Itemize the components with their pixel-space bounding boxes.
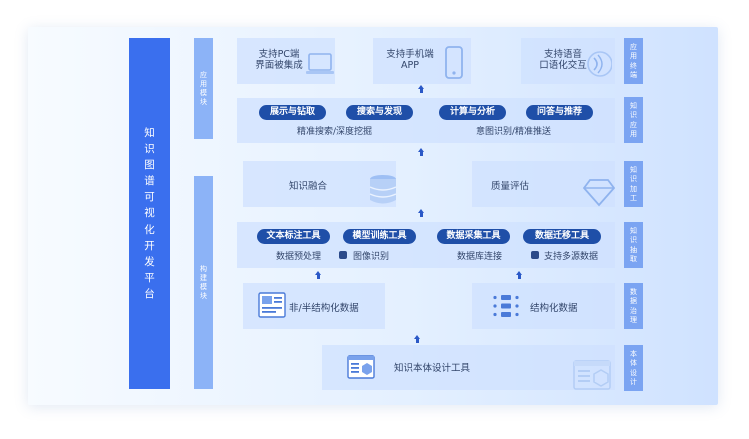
terminal-pc-text: 支持PC端界面被集成 (255, 49, 303, 72)
vertical-char: 据 (630, 297, 637, 306)
vertical-char: 加 (630, 184, 637, 193)
vertical-char: 知 (144, 127, 155, 140)
pill-compute-analyze: 计算与分析 (439, 105, 506, 120)
platform-title: 知识图谱可视化开发平台 (129, 38, 170, 389)
vertical-char: 建 (200, 273, 207, 282)
vertical-char: 识 (630, 175, 637, 184)
phone-icon (445, 46, 463, 79)
vertical-char: 取 (630, 254, 637, 263)
laptop-icon (306, 53, 334, 74)
vertical-char: 识 (630, 236, 637, 245)
image-recognition-icon (339, 251, 347, 259)
group-label-app: 应用模块 (194, 38, 213, 139)
diamond-icon (583, 179, 615, 207)
group-label-build: 构建模块 (194, 176, 213, 389)
vertical-char: 模 (200, 283, 207, 291)
vertical-char: 应 (630, 43, 637, 52)
multi-source-icon (531, 251, 539, 259)
vertical-char: 应 (630, 120, 637, 129)
ontology-tool-icon (347, 355, 375, 379)
vertical-char: 用 (630, 129, 637, 138)
terminal-voice-text: 支持语音口语化交互 (539, 49, 587, 72)
voice-icon (587, 51, 612, 77)
vertical-char: 知 (630, 102, 637, 111)
vertical-char: 开 (144, 239, 155, 252)
layer-label-ontology-design: 本体设计 (624, 345, 643, 391)
vertical-char: 数 (630, 288, 637, 297)
vertical-char: 发 (144, 255, 155, 268)
database-icon (369, 175, 397, 204)
layer-label-knowledge-process: 知识加工 (624, 161, 643, 207)
vertical-char: 应 (200, 70, 207, 79)
unstructured-data-text: 非/半结构化数据 (289, 303, 359, 314)
sub-item-database-connect: 数据库连接 (457, 252, 503, 262)
sub-item-multi-source: 支持多源数据 (544, 252, 599, 262)
vertical-char: 本 (630, 350, 637, 359)
sub-item-image-recognition: 图像识别 (353, 252, 390, 262)
document-image-icon (258, 292, 286, 318)
sub-item-data-preprocess: 数据预处理 (276, 252, 322, 262)
vertical-char: 体 (630, 359, 637, 368)
vertical-char: 知 (630, 166, 637, 175)
vertical-char: 用 (200, 79, 207, 88)
layer-label-terminal: 应用终端 (624, 38, 643, 84)
vertical-char: 终 (630, 61, 637, 70)
pill-display-drill: 展示与钻取 (259, 105, 326, 120)
knowledge-app-right-caption: 意图识别/精准推送 (476, 127, 552, 137)
vertical-char: 块 (200, 292, 207, 301)
structured-data-text: 结构化数据 (530, 303, 578, 314)
vertical-char: 知 (630, 227, 637, 236)
vertical-char: 视 (144, 207, 155, 220)
layer-label-knowledge-extract: 知识抽取 (624, 222, 643, 268)
vertical-char: 计 (630, 377, 637, 386)
pill-search-discover: 搜索与发现 (346, 105, 413, 120)
layer-label-data-governance: 数据治理 (624, 283, 643, 329)
vertical-char: 平 (144, 271, 155, 284)
quality-evaluation-text: 质量评估 (491, 181, 530, 192)
pill-model-training: 模型训练工具 (343, 229, 416, 244)
ontology-tool-watermark-icon (573, 360, 611, 390)
vertical-char: 识 (144, 143, 155, 156)
vertical-char: 识 (630, 111, 637, 120)
vertical-char: 台 (144, 287, 155, 300)
pill-data-collection: 数据采集工具 (437, 229, 510, 244)
terminal-pc-box (237, 38, 335, 84)
pill-qa-recommend: 问答与推荐 (526, 105, 593, 120)
vertical-char: 块 (200, 98, 207, 107)
quality-evaluation-box (472, 161, 615, 207)
vertical-char: 化 (144, 223, 155, 236)
vertical-char: 用 (630, 52, 637, 61)
vertical-char: 谱 (144, 175, 155, 188)
vertical-char: 抽 (630, 245, 637, 254)
vertical-char: 工 (630, 193, 637, 202)
vertical-char: 端 (630, 70, 637, 79)
terminal-mobile-box (373, 38, 471, 84)
vertical-char: 理 (630, 315, 637, 324)
ontology-tool-text: 知识本体设计工具 (394, 363, 471, 374)
network-icon (493, 295, 519, 317)
vertical-char: 治 (630, 306, 637, 315)
vertical-char: 可 (144, 191, 155, 204)
vertical-char: 构 (200, 264, 207, 273)
knowledge-app-left-caption: 精准搜索/深度挖掘 (297, 127, 373, 137)
vertical-char: 设 (630, 368, 637, 377)
vertical-char: 模 (200, 89, 207, 97)
knowledge-fusion-text: 知识融合 (289, 181, 328, 192)
pill-data-migration: 数据迁移工具 (523, 229, 601, 244)
pill-text-annotation: 文本标注工具 (257, 229, 330, 244)
vertical-char: 图 (144, 159, 155, 172)
layer-label-knowledge-app: 知识应用 (624, 97, 643, 143)
